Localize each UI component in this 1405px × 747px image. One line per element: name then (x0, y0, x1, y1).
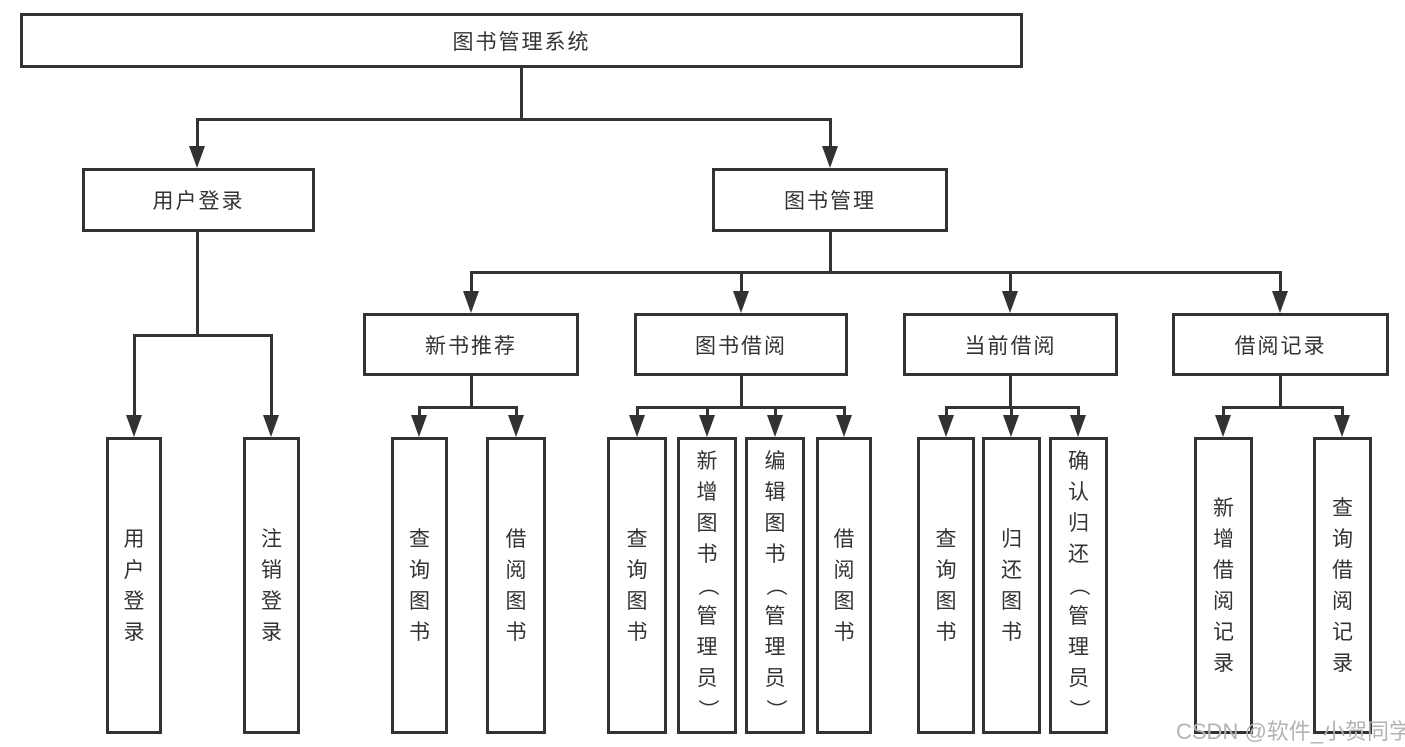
arrow-down-icon (508, 415, 524, 437)
connector-vertical-line (1278, 376, 1282, 407)
connector-vertical-line (739, 376, 743, 407)
node-label: 图书借阅 (695, 334, 787, 358)
connector-drop-line (1340, 407, 1344, 417)
arrow-down-icon (1003, 415, 1019, 437)
connector-vertical-line (1008, 376, 1012, 407)
arrow-down-icon (629, 415, 645, 437)
leaf-user-login: 用户登录 (106, 437, 162, 734)
arrow-down-icon (699, 415, 715, 437)
connector-drop-line (269, 335, 273, 417)
node-label: 图书管理系统 (452, 30, 591, 54)
connector-drop-line (514, 407, 518, 417)
connector-vertical-line (195, 232, 199, 335)
leaf-confirm-return-admin: 确认归还（管理员） (1049, 437, 1108, 734)
leaf-logout: 注销登录 (243, 437, 300, 734)
node-label: 归还图书 (1001, 527, 1022, 644)
connector-drop-line (417, 407, 421, 417)
arrow-down-icon (1070, 415, 1086, 437)
node-user-login: 用户登录 (82, 168, 315, 232)
arrow-down-icon (463, 291, 479, 313)
leaf-query-books-borrow: 查询图书 (607, 437, 667, 734)
connector-vertical-line (828, 232, 832, 272)
connector-drop-line (944, 407, 948, 417)
arrow-down-icon (263, 415, 279, 437)
node-label: 查询借阅记录 (1332, 496, 1353, 675)
arrow-down-icon (836, 415, 852, 437)
arrow-down-icon (938, 415, 954, 437)
node-label: 新增图书（管理员） (695, 450, 719, 720)
leaf-add-borrow-record: 新增借阅记录 (1194, 437, 1253, 734)
leaf-query-borrow-record: 查询借阅记录 (1313, 437, 1372, 734)
connector-horizontal-line (417, 405, 518, 409)
connector-drop-line (1076, 407, 1080, 417)
node-new-book-recommendation: 新书推荐 (363, 313, 579, 376)
node-label: 新增借阅记录 (1213, 496, 1234, 675)
node-label: 用户登录 (123, 527, 145, 644)
arrow-down-icon (822, 146, 838, 168)
connector-drop-line (773, 407, 777, 417)
node-label: 编辑图书（管理员） (763, 450, 787, 720)
leaf-query-books-current: 查询图书 (917, 437, 975, 734)
leaf-query-books-recommend: 查询图书 (391, 437, 448, 734)
node-label: 当前借阅 (964, 334, 1057, 358)
node-label: 借阅记录 (1234, 334, 1327, 358)
connector-drop-line (132, 335, 136, 417)
node-label: 图书管理 (784, 190, 876, 213)
arrow-down-icon (1272, 291, 1288, 313)
connector-drop-line (1221, 407, 1225, 417)
connector-drop-line (705, 407, 709, 417)
node-current-borrowing: 当前借阅 (903, 313, 1118, 376)
node-book-management: 图书管理 (712, 168, 948, 232)
connector-drop-line (1009, 407, 1013, 417)
connector-drop-line (1008, 272, 1012, 293)
connector-drop-line (739, 272, 743, 293)
arrow-down-icon (1002, 291, 1018, 313)
connector-horizontal-line (469, 270, 1282, 274)
connector-vertical-line (469, 376, 473, 407)
arrow-down-icon (189, 146, 205, 168)
csdn-watermark: CSDN @软件_小贺同学 (1176, 719, 1405, 744)
leaf-return-books: 归还图书 (982, 437, 1041, 734)
connector-drop-line (828, 119, 832, 148)
arrow-down-icon (767, 415, 783, 437)
node-library-management-system: 图书管理系统 (20, 13, 1023, 68)
arrow-down-icon (411, 415, 427, 437)
node-label: 注销登录 (261, 527, 282, 644)
node-label: 借阅图书 (833, 527, 855, 644)
arrow-down-icon (1334, 415, 1350, 437)
connector-drop-line (195, 119, 199, 148)
arrow-down-icon (1215, 415, 1231, 437)
leaf-add-book-admin: 新增图书（管理员） (677, 437, 737, 734)
leaf-edit-book-admin: 编辑图书（管理员） (745, 437, 805, 734)
node-label: 查询图书 (935, 527, 957, 644)
node-label: 用户登录 (152, 190, 245, 213)
node-label: 查询图书 (626, 527, 648, 644)
connector-drop-line (635, 407, 639, 417)
connector-vertical-line (519, 68, 523, 119)
connector-drop-line (1278, 272, 1282, 293)
node-label: 查询图书 (409, 527, 430, 644)
node-label: 借阅图书 (505, 527, 527, 644)
leaf-borrow-books: 借阅图书 (816, 437, 872, 734)
connector-horizontal-line (635, 405, 846, 409)
node-borrowing-records: 借阅记录 (1172, 313, 1389, 376)
arrow-down-icon (733, 291, 749, 313)
arrow-down-icon (126, 415, 142, 437)
connector-drop-line (469, 272, 473, 293)
node-label: 新书推荐 (425, 334, 517, 358)
connector-horizontal-line (1221, 405, 1344, 409)
node-book-borrowing: 图书借阅 (634, 313, 848, 376)
connector-drop-line (842, 407, 846, 417)
node-label: 确认归还（管理员） (1067, 450, 1090, 720)
leaf-borrow-books-recommend: 借阅图书 (486, 437, 546, 734)
connector-horizontal-line (132, 333, 273, 337)
connector-horizontal-line (195, 117, 832, 121)
